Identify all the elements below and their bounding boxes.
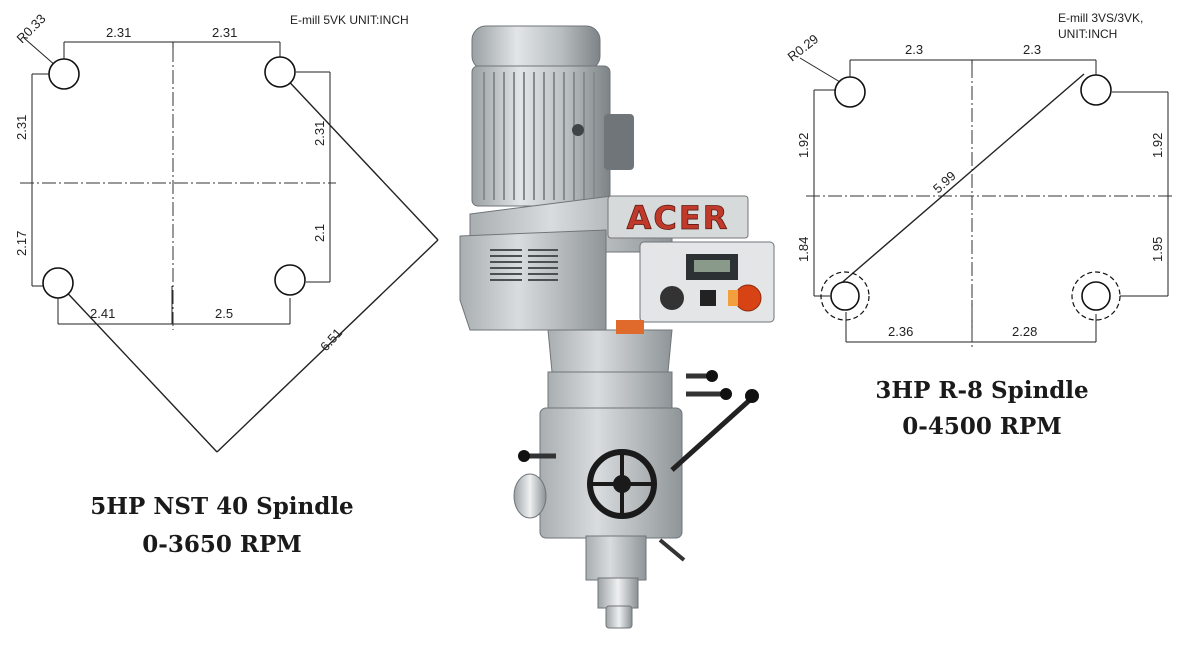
- feed-lever-knob: [518, 450, 530, 462]
- right-dim-bottom-right: 2.28: [1012, 324, 1037, 339]
- left-model-note: E-mill 5VK UNIT:INCH: [290, 13, 409, 27]
- orange-lever-knob: [616, 320, 644, 334]
- rpm-display-screen: [694, 260, 730, 272]
- left-dim-right-upper: 2.31: [312, 121, 327, 146]
- left-dim-diagonal: 6.51: [317, 325, 345, 354]
- emergency-stop-knob: [734, 284, 762, 312]
- motor-bolt: [572, 124, 584, 136]
- left-dim-top-right: 2.31: [212, 25, 237, 40]
- left-dim-left-lower: 2.17: [14, 231, 29, 256]
- depth-lever-knob: [706, 370, 718, 382]
- brand-logo: ACER: [627, 199, 730, 237]
- right-bolt-hole: [1081, 281, 1111, 311]
- motor-fins: [483, 72, 595, 200]
- quill-feed-handle: [670, 396, 754, 472]
- right-radius-leader: [799, 57, 841, 83]
- right-model-note-line2: UNIT:INCH: [1058, 27, 1117, 41]
- left-dim-bottom-left: 2.41: [90, 306, 115, 321]
- right-model-note-line1: E-mill 3VS/3VK,: [1058, 11, 1143, 25]
- right-counterbore-outline: [820, 271, 870, 321]
- brand-plate: [607, 195, 749, 239]
- vent-grille: [490, 249, 558, 281]
- left-bolt-hole: [264, 56, 296, 88]
- left-diagonal-lower: [216, 239, 439, 453]
- left-bolt-pattern-diagram: E-mill 5VK UNIT:INCH R0.33 2.31 2.31 2.3…: [14, 11, 439, 558]
- right-diagonal: [837, 73, 1085, 287]
- left-dim-right-lower: 2.1: [312, 224, 327, 242]
- right-dim-top-right: 2.3: [1023, 42, 1041, 57]
- quill-housing-lower: [539, 407, 683, 539]
- quill-feed-handle-knob: [745, 389, 759, 403]
- right-bolt-hole: [830, 281, 860, 311]
- left-radius-leader: [23, 37, 57, 67]
- left-bolt-hole: [42, 267, 74, 299]
- handwheel-hub: [613, 475, 631, 493]
- quill-housing-middle: [547, 371, 673, 413]
- spindle-quill: [597, 577, 639, 609]
- right-dim-top-left: 2.3: [905, 42, 923, 57]
- panel-button: [700, 290, 716, 306]
- left-radius-label: R0.33: [14, 11, 49, 46]
- left-diagonal-left: [57, 282, 218, 453]
- right-dim-right-upper: 1.92: [1150, 133, 1165, 158]
- quill-lock-lever: [658, 538, 686, 562]
- right-caption-line2: 0-4500 RPM: [902, 413, 1061, 440]
- micrometer-dial: [513, 473, 547, 519]
- right-bolt-hole: [1080, 74, 1112, 106]
- left-caption-line2: 0-3650 RPM: [142, 531, 301, 558]
- right-dim-right-lower: 1.95: [1150, 237, 1165, 262]
- right-dim-left-lower: 1.84: [796, 237, 811, 262]
- speed-switch: [660, 286, 684, 310]
- left-caption-line1: 5HP NST 40 Spindle: [90, 493, 353, 520]
- left-dim-left-upper: 2.31: [14, 115, 29, 140]
- left-bolt-hole: [274, 264, 306, 296]
- right-bolt-pattern-diagram: E-mill 3VS/3VK, UNIT:INCH R0.29 2.3 2.3 …: [785, 11, 1174, 440]
- left-bolt-hole: [48, 58, 80, 90]
- left-dim-bottom-right: 2.5: [215, 306, 233, 321]
- milling-head-illustration: ACER: [459, 25, 775, 629]
- left-dim-top-left: 2.31: [106, 25, 131, 40]
- spindle-nose: [605, 605, 633, 629]
- right-dim-bottom-left: 2.36: [888, 324, 913, 339]
- depth-lever-knob: [720, 388, 732, 400]
- quill-housing-upper: [547, 329, 673, 373]
- panel-indicator: [728, 290, 738, 306]
- motor-end-cap: [471, 25, 601, 71]
- left-diagonal-upper: [279, 71, 439, 241]
- motor-junction-box: [604, 114, 634, 170]
- motor-body: [471, 65, 611, 207]
- right-dim-diagonal: 5.99: [930, 168, 959, 196]
- spindle-nose-housing: [585, 535, 647, 581]
- right-caption-line1: 3HP R-8 Spindle: [875, 377, 1088, 404]
- right-dim-left-upper: 1.92: [796, 133, 811, 158]
- right-bolt-hole: [834, 76, 866, 108]
- right-counterbore-outline: [1071, 271, 1121, 321]
